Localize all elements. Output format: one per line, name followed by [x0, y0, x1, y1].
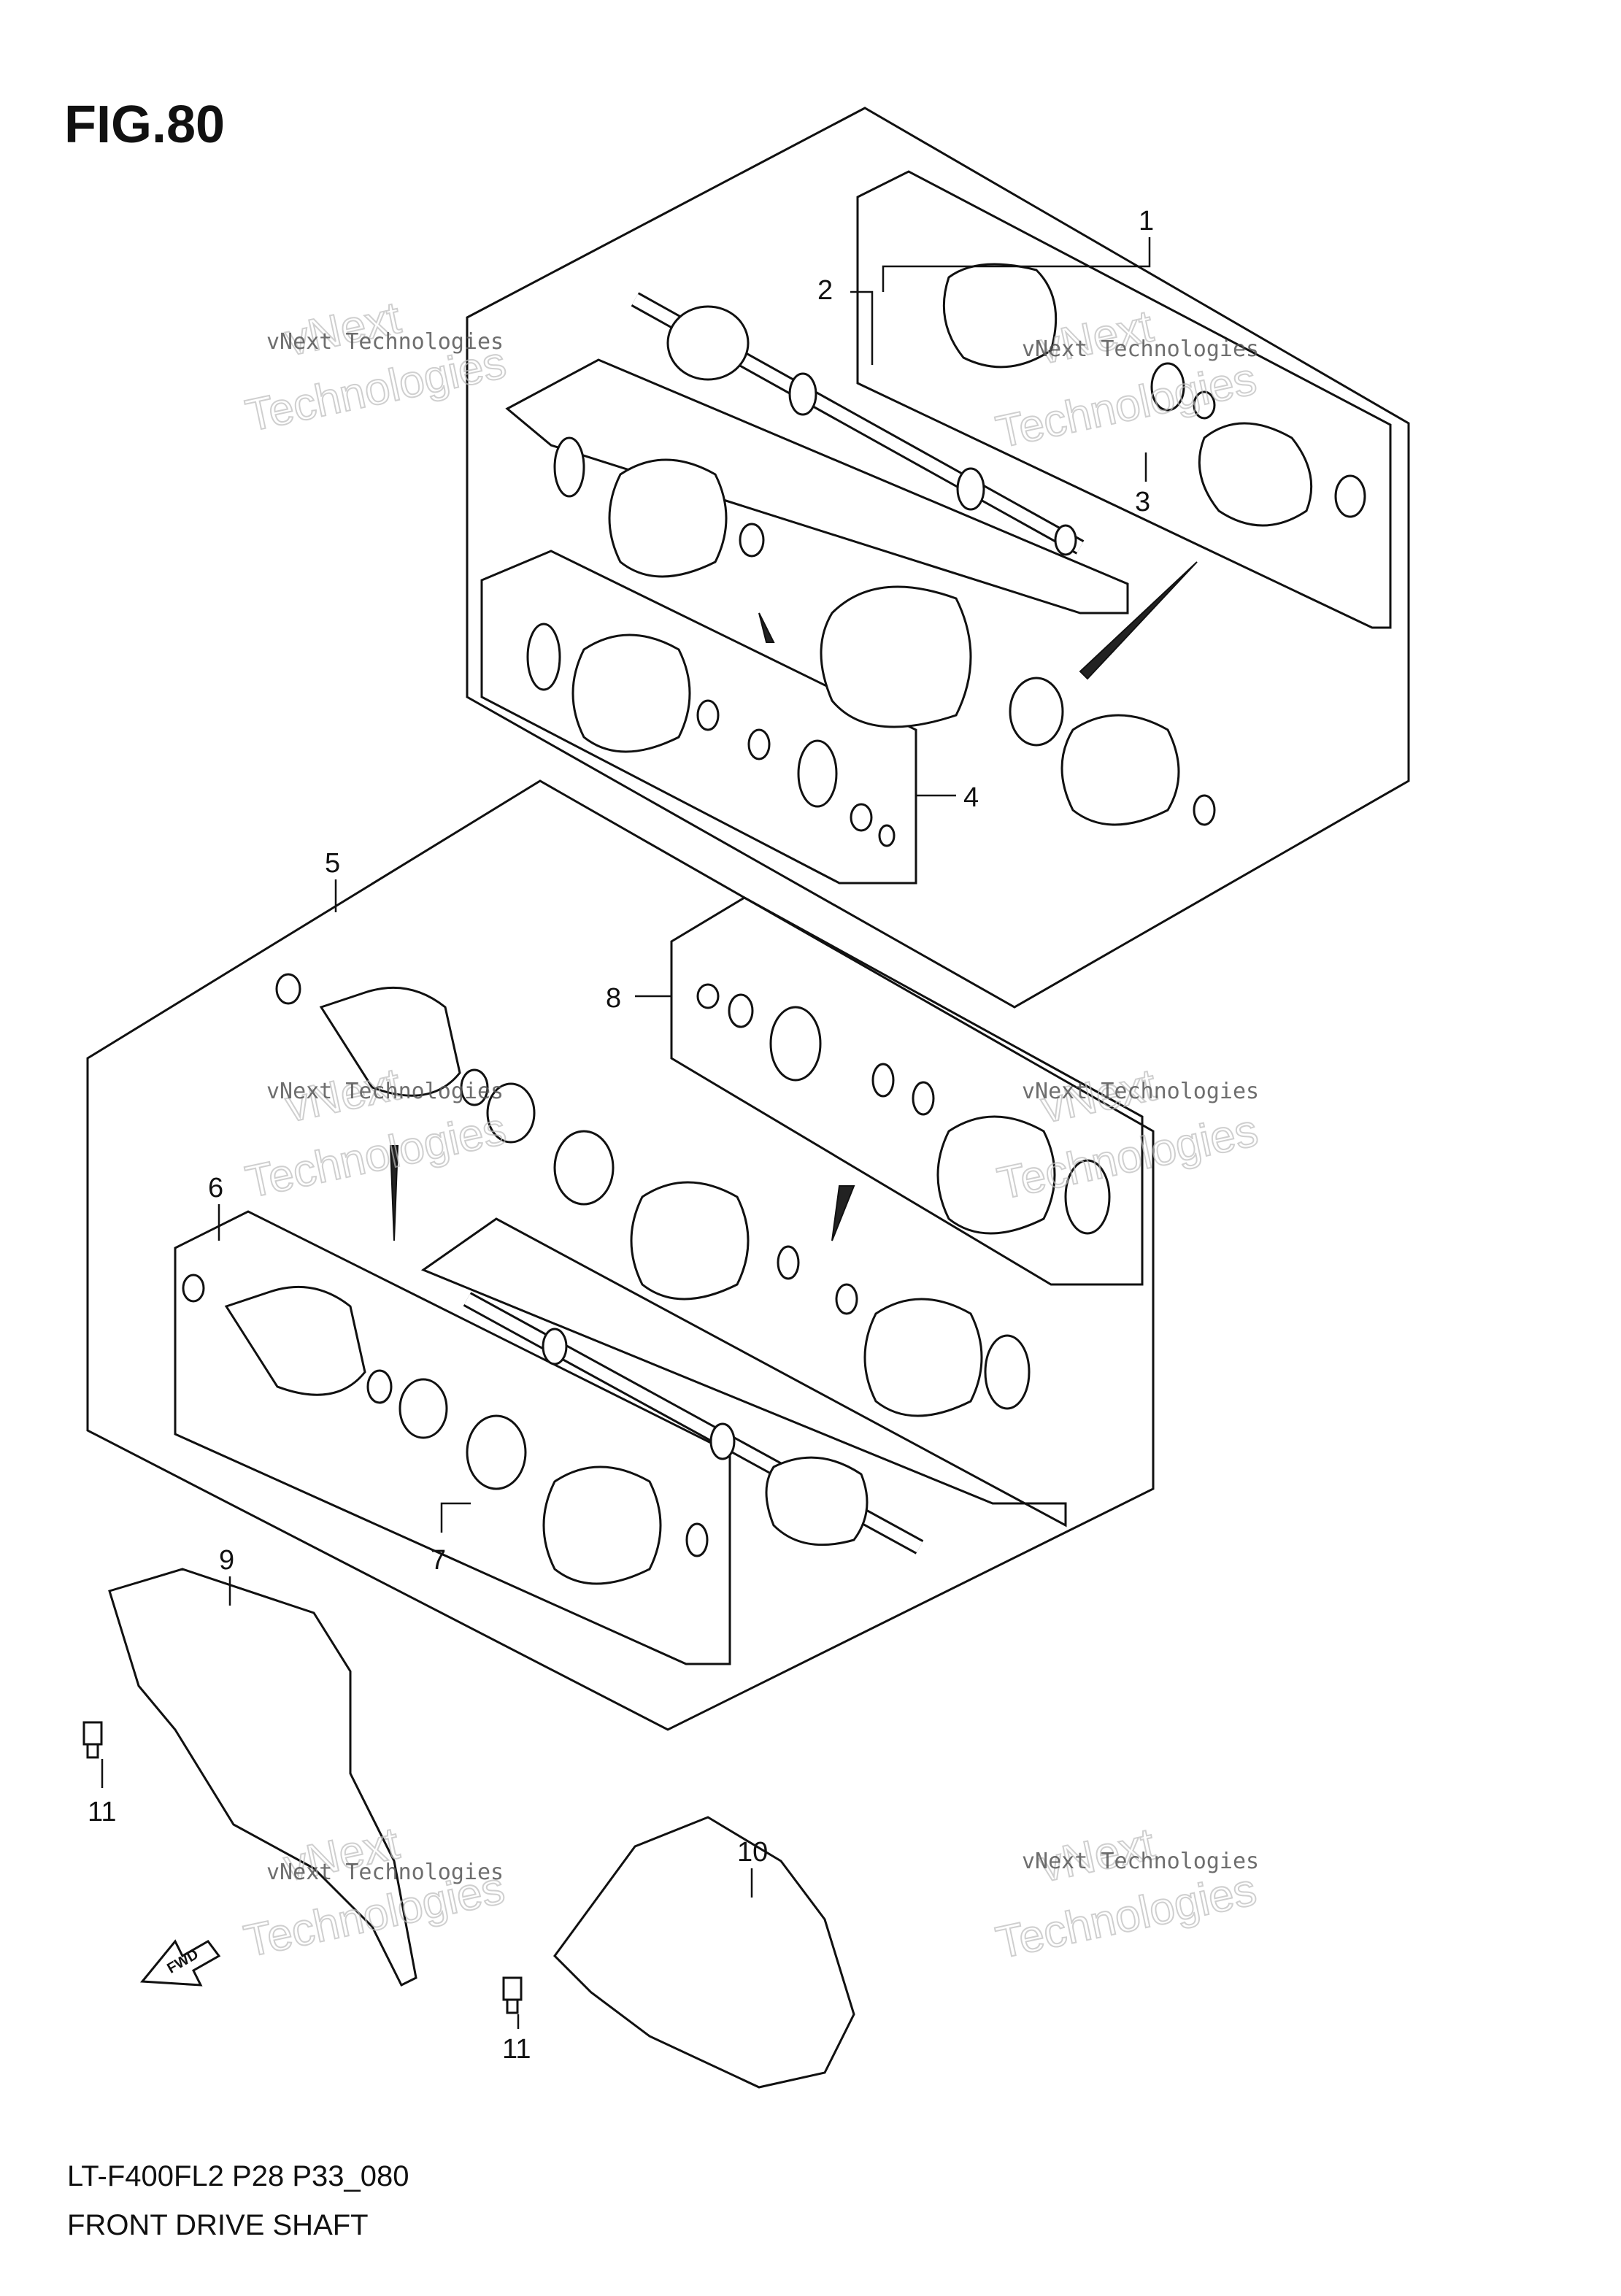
svg-text:Technologies: Technologies [242, 1103, 510, 1208]
watermark-text-bottom-right: vNext Technologies [1022, 1849, 1259, 1874]
watermark-mid-left: Technologies vNext [241, 1058, 511, 1209]
kit-4-frame [480, 550, 917, 885]
pointer-marker [389, 1145, 399, 1241]
bolt-11-right [502, 1976, 523, 2014]
leader-2 [850, 290, 874, 365]
figure-title: FIG.80 [64, 96, 225, 154]
pointer-marker [758, 612, 775, 643]
shaft-kit-lower-frame [420, 1217, 1067, 1528]
upper-drive-shaft [631, 292, 1085, 556]
svg-text:Technologies: Technologies [993, 1105, 1262, 1209]
kit-8-frame [670, 896, 1144, 1286]
kit-8-parts [696, 983, 1111, 1235]
callout-8: 8 [606, 983, 621, 1014]
callout-11-right: 11 [502, 2034, 531, 2065]
svg-text:Technologies: Technologies [992, 1865, 1260, 1969]
upper-outer-boot [942, 263, 1366, 527]
watermark-text-mid-left: vNext Technologies [266, 1079, 504, 1104]
lower-outer-boot [835, 1283, 1031, 1417]
figure-caption: FRONT DRIVE SHAFT [67, 2209, 369, 2241]
bolt-11-left [82, 1721, 103, 1759]
leader-1 [882, 237, 1151, 292]
callout-6: 6 [208, 1173, 223, 1203]
callout-10: 10 [737, 1837, 768, 1868]
watermark-text-mid-right: vNext Technologies [1022, 1079, 1259, 1104]
callout-11-left: 11 [88, 1797, 116, 1827]
kit-4-parts [526, 623, 896, 847]
watermark-text-bottom-left: vNext Technologies [266, 1860, 504, 1885]
lower-middle-boot [553, 1130, 800, 1301]
callout-4: 4 [963, 782, 979, 813]
guard-9 [108, 1568, 417, 1987]
kit-6-frame [174, 1210, 731, 1665]
forward-arrow-icon: FWD [139, 1939, 221, 1987]
pointer-marker [831, 1185, 855, 1241]
callout-9: 9 [219, 1545, 234, 1576]
model-code: LT-F400FL2 P28 P33_080 [67, 2160, 409, 2192]
upper-assembly-frame [466, 107, 1410, 1009]
boot-kit-upper-frame [505, 358, 1129, 615]
callout-3: 3 [1135, 487, 1150, 517]
watermark-text-top-left: vNext Technologies [266, 329, 504, 355]
leader-7 [440, 1502, 471, 1533]
kit-6-parts [182, 1274, 709, 1585]
guard-10 [553, 1816, 855, 2089]
callout-7: 7 [431, 1545, 446, 1576]
pointer-marker [1079, 561, 1198, 680]
lower-assembly-frame [86, 779, 1155, 1731]
kit-1-frame [856, 170, 1392, 629]
callout-5: 5 [325, 848, 340, 879]
callout-1: 1 [1139, 206, 1154, 236]
watermark-text-top-right: vNext Technologies [1022, 336, 1259, 362]
callout-2: 2 [817, 275, 833, 306]
upper-boot-kit-parts [553, 436, 765, 578]
upper-middle-boot [820, 585, 1216, 826]
lower-inner-joint [275, 973, 536, 1144]
watermark-bottom-right: Technologies vNext [991, 1818, 1261, 1969]
lower-drive-shaft [463, 1292, 924, 1555]
